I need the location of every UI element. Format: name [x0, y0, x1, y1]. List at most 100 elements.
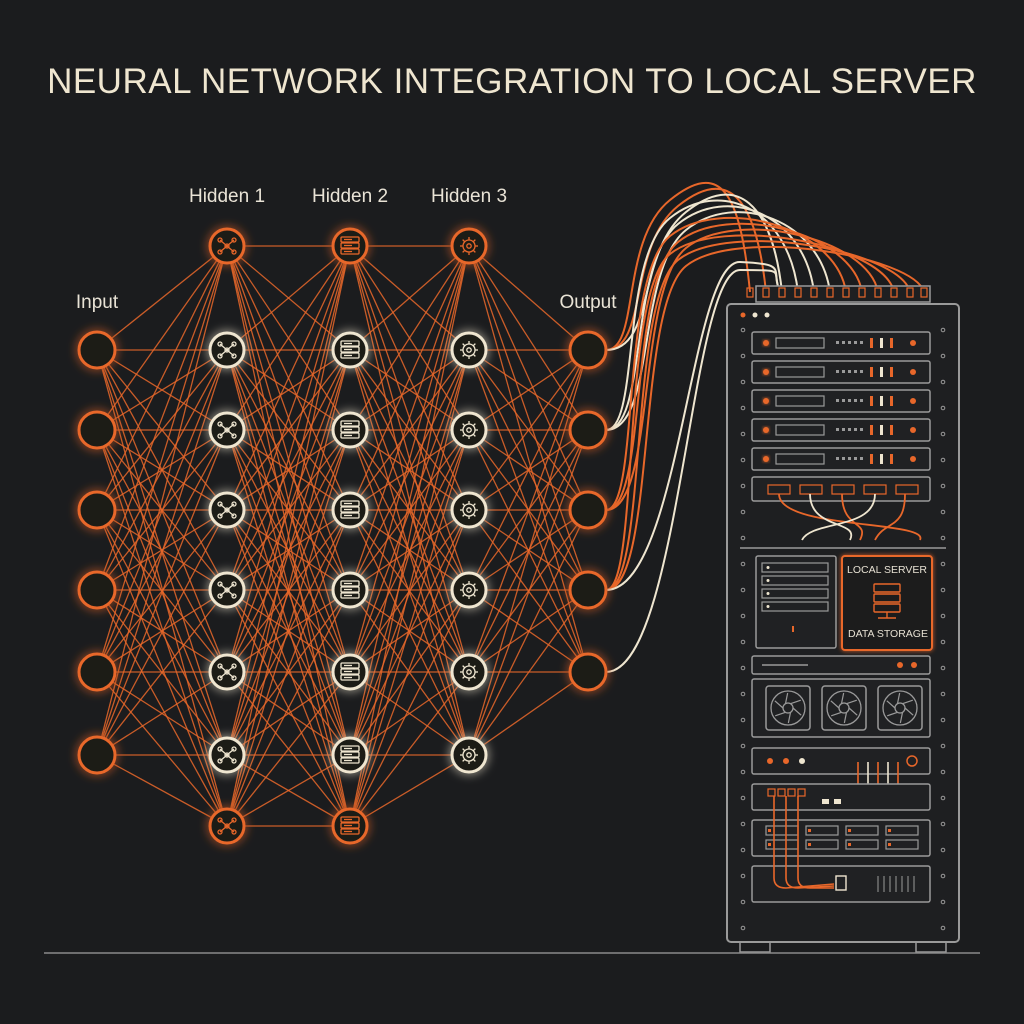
network-node-icon: [217, 341, 237, 359]
connector-port: [746, 287, 754, 298]
node-output: [568, 330, 608, 370]
node-hidden3: [450, 653, 488, 691]
rail-hole: [940, 509, 946, 515]
rail-hole: [940, 587, 946, 593]
disk-bay: [885, 839, 919, 850]
edge-line: [96, 245, 228, 431]
label-hidden-3: Hidden 3: [431, 186, 507, 207]
edge-line: [96, 349, 228, 431]
server-stack-icon: [340, 340, 360, 359]
edge-line: [349, 589, 470, 673]
patch-panel: [751, 476, 931, 502]
node-hidden2: [331, 411, 369, 449]
network-node-icon: [217, 817, 237, 835]
vent-dot: [848, 457, 851, 460]
unit-indicator: [890, 338, 893, 348]
label-output: Output: [559, 292, 617, 313]
edge-line: [226, 429, 351, 827]
fan-blade: [886, 711, 898, 717]
unit-indicator: [880, 396, 883, 406]
gear-icon: [460, 237, 478, 255]
fan-blade: [787, 712, 792, 724]
edge-line: [226, 509, 351, 827]
connector-port: [920, 287, 928, 298]
server-stack-icon: [340, 580, 360, 599]
drive-bay: [761, 562, 829, 573]
rail-hole: [740, 483, 746, 489]
node-hidden3: [450, 571, 488, 609]
label-hidden-2: Hidden 2: [312, 186, 388, 207]
unit-bay: [775, 337, 825, 349]
unit-indicator: [880, 367, 883, 377]
edge-line: [349, 429, 470, 756]
network-node-icon: [217, 421, 237, 439]
fan-blade: [784, 692, 789, 704]
rail-hole: [740, 613, 746, 619]
edge-line: [349, 349, 470, 591]
gear-icon: [460, 421, 478, 439]
rail-hole: [940, 379, 946, 385]
connector-port: [778, 287, 786, 298]
edge-line: [96, 671, 228, 827]
node-hidden1: [208, 736, 246, 774]
unit-indicator: [890, 425, 893, 435]
rack-foot: [739, 941, 771, 953]
edge-line: [468, 349, 589, 591]
edge-line: [226, 245, 351, 511]
switch-port: [767, 788, 776, 797]
diagram-title: NEURAL NETWORK INTEGRATION TO LOCAL SERV…: [47, 62, 977, 101]
connector-port: [890, 287, 898, 298]
edge-line: [468, 429, 589, 756]
rail-hole: [740, 561, 746, 567]
edge-line: [468, 245, 589, 591]
node-hidden1: [208, 331, 246, 369]
unit-indicator: [870, 454, 873, 464]
server-unit: [751, 331, 931, 355]
drive-led: [766, 592, 770, 595]
connector-port: [906, 287, 914, 298]
rail-hole: [940, 769, 946, 775]
edge-line: [96, 245, 228, 591]
edge-line: [226, 245, 351, 351]
unit-led: [763, 340, 769, 346]
vent-dot: [860, 428, 863, 431]
server-stack-icon: [340, 816, 360, 835]
disk-led: [888, 829, 891, 832]
control-led: [911, 662, 917, 668]
edge-line: [226, 349, 351, 511]
node-input: [77, 330, 117, 370]
node-input: [77, 490, 117, 530]
rack-foot: [915, 941, 947, 953]
rail-hole: [740, 899, 746, 905]
edge-line: [349, 509, 470, 756]
drive-bay: [761, 601, 829, 612]
patch-port: [831, 484, 855, 495]
cable-path: [605, 240, 911, 591]
edge-line: [349, 671, 470, 756]
fan-blade: [899, 712, 904, 724]
edge-line: [226, 349, 351, 431]
disk-bay: [845, 839, 879, 850]
connector-port: [826, 287, 834, 298]
server-stack-icon: [340, 662, 360, 681]
rail-hole: [940, 847, 946, 853]
node-hidden1: [208, 227, 246, 265]
network-node-icon: [217, 746, 237, 764]
rail-hole: [940, 431, 946, 437]
node-hidden1: [208, 807, 246, 845]
edge-line: [349, 349, 470, 511]
edge-line: [96, 429, 228, 827]
node-output: [568, 652, 608, 692]
disk-bay: [805, 839, 839, 850]
gear-icon: [460, 501, 478, 519]
fan-frame: [877, 685, 923, 731]
unit-indicator: [870, 396, 873, 406]
rail-hole: [740, 535, 746, 541]
connector-port: [842, 287, 850, 298]
network-nodes: [77, 227, 608, 845]
unit-led: [910, 456, 916, 462]
node-input: [77, 735, 117, 775]
connector-port: [762, 287, 770, 298]
vent-dot: [854, 457, 857, 460]
vent-dot: [836, 428, 839, 431]
